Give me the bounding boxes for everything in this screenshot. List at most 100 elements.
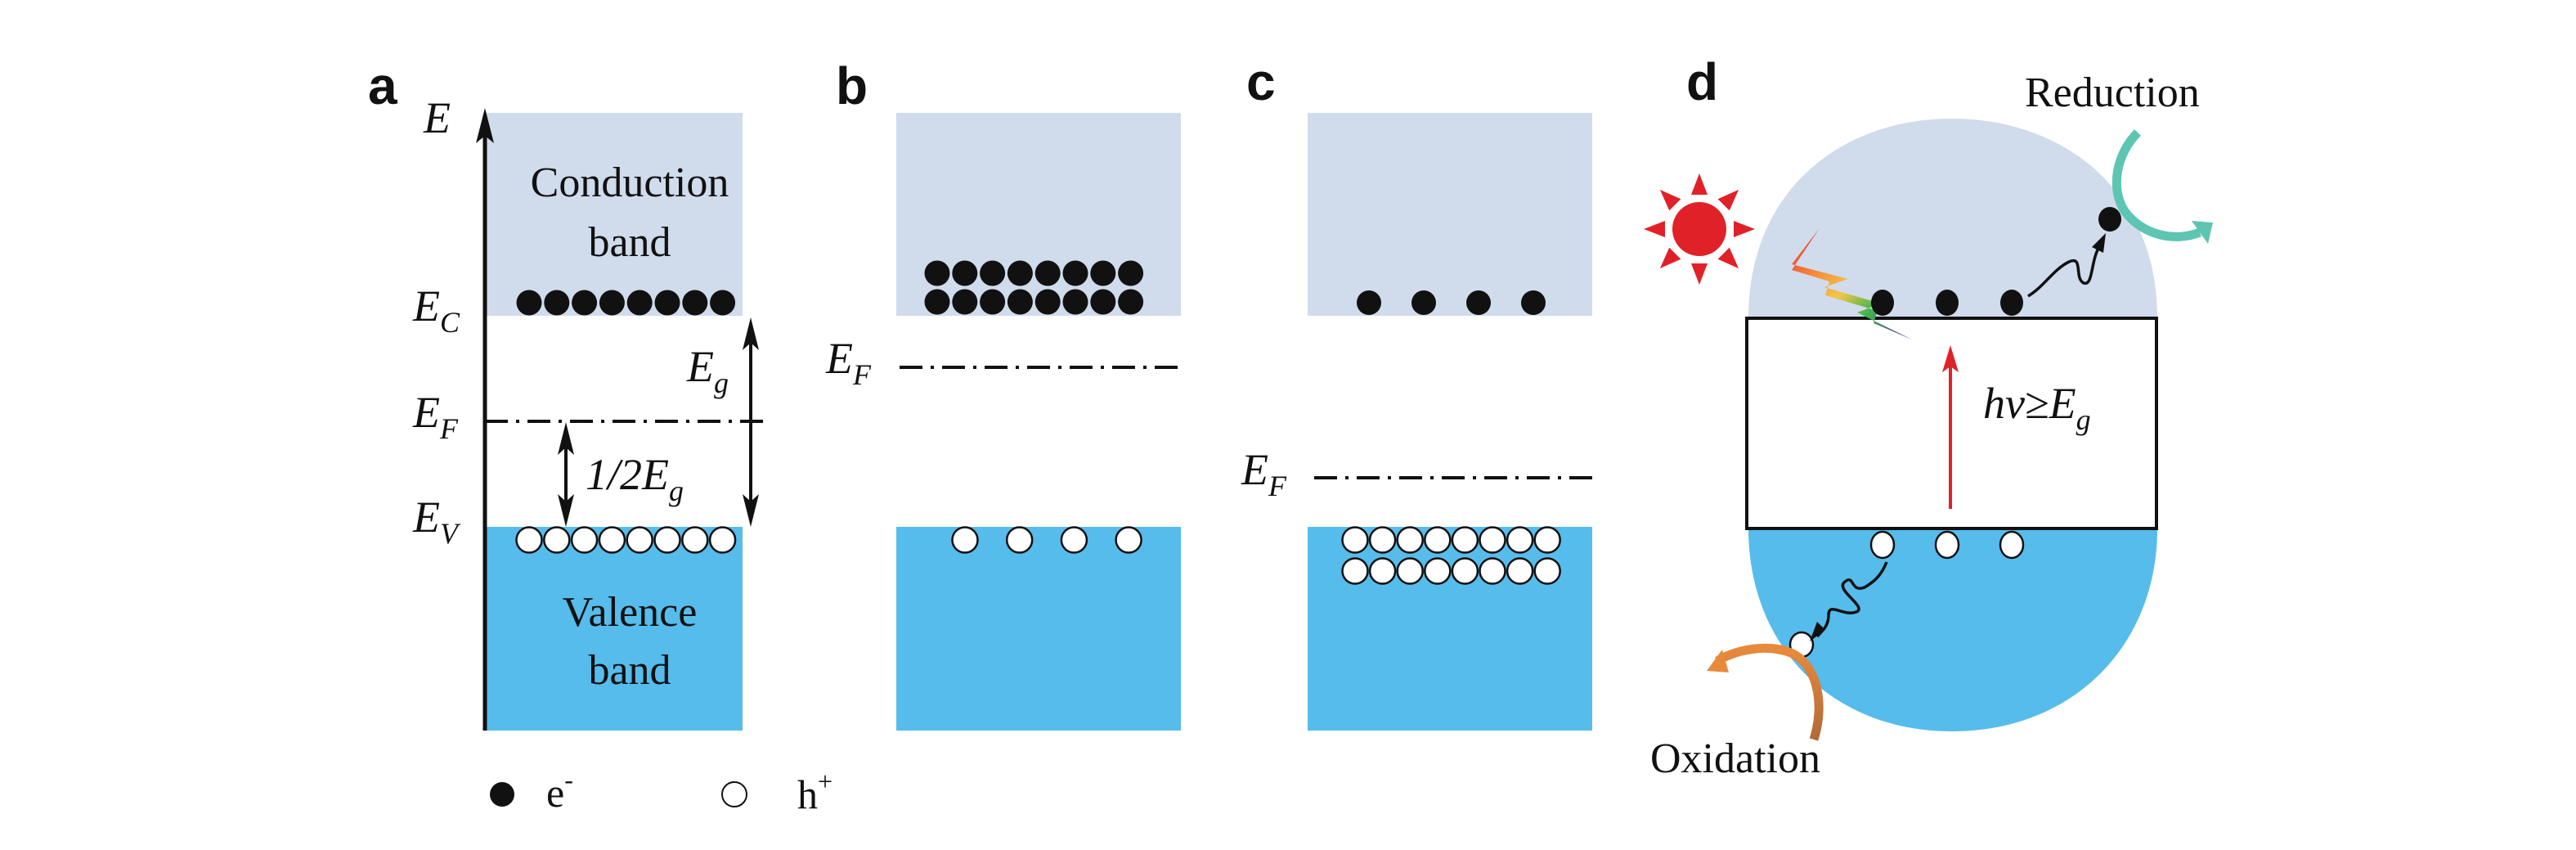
electron-row xyxy=(1871,290,2023,316)
hole xyxy=(951,526,979,554)
electron xyxy=(1521,290,1546,315)
sun-ray xyxy=(1691,173,1708,195)
sun-icon xyxy=(1644,173,1755,285)
electron xyxy=(1118,260,1144,286)
reduction-arrowhead xyxy=(2192,221,2213,244)
hole xyxy=(708,526,737,554)
reduction-label: Reduction xyxy=(2025,70,2200,116)
reduction-arrow-icon xyxy=(2112,129,2202,241)
sun-ray xyxy=(1659,189,1681,211)
hole-row xyxy=(515,526,737,554)
electron xyxy=(682,290,708,316)
photon-energy-condition: hv≥Eg xyxy=(1983,379,2091,436)
panel-label-a: a xyxy=(368,56,397,115)
fermi-level-label: EF xyxy=(825,334,872,391)
panel-c: c EF xyxy=(1241,52,1596,731)
legend-hole-label: h+ xyxy=(797,767,832,817)
hole xyxy=(1424,526,1452,554)
hole xyxy=(1368,526,1397,554)
electron-row xyxy=(1357,290,1546,315)
electron xyxy=(516,290,542,316)
electron xyxy=(1466,290,1491,315)
sun-ray xyxy=(1691,263,1708,285)
electron xyxy=(1007,260,1033,286)
electron xyxy=(980,289,1006,315)
oxidation-arrow-icon xyxy=(1715,643,1824,741)
hole xyxy=(1115,526,1142,554)
hole xyxy=(1451,557,1479,585)
hole xyxy=(1533,526,1561,554)
surface-electron xyxy=(2098,207,2121,232)
valence-band-bowl xyxy=(1748,528,2157,731)
electron xyxy=(1090,289,1116,315)
hole xyxy=(1533,557,1561,585)
electron xyxy=(952,289,978,315)
energy-axis-label: E xyxy=(423,93,451,142)
electron xyxy=(980,260,1006,286)
hole-row xyxy=(951,526,1142,554)
electron xyxy=(599,290,625,316)
electron xyxy=(654,290,680,316)
hole xyxy=(1005,526,1034,554)
hole xyxy=(543,526,571,554)
hole xyxy=(1396,557,1424,585)
hole xyxy=(1999,530,2025,560)
electron xyxy=(1357,290,1381,315)
half-gap-arrow-head-up xyxy=(558,422,574,455)
panel-label-d: d xyxy=(1686,52,1718,111)
hole xyxy=(570,526,599,554)
hole xyxy=(1396,526,1424,554)
electron xyxy=(544,290,570,316)
oxidation-label: Oxidation xyxy=(1650,735,1820,782)
panel-label-c: c xyxy=(1246,52,1276,111)
hole-migration-path xyxy=(1815,561,1888,638)
sun-ray xyxy=(1659,247,1681,269)
electron xyxy=(1062,260,1088,286)
electron xyxy=(572,290,598,316)
electron-migration-path xyxy=(2027,245,2102,298)
level-label-ec: EC xyxy=(412,281,460,339)
conduction-band xyxy=(485,113,743,316)
electron xyxy=(1034,260,1061,286)
hole xyxy=(653,526,681,554)
valence-band xyxy=(896,527,1181,731)
excitation-arrow-head xyxy=(1942,345,1959,372)
electron xyxy=(710,290,736,316)
hole xyxy=(1424,557,1452,585)
half-gap-label: 1/2Eg xyxy=(586,450,684,507)
valence-band-label-line1: Valence xyxy=(563,589,698,636)
hole xyxy=(1506,557,1534,585)
electron xyxy=(1118,289,1144,315)
legend-electron-symbol xyxy=(490,782,514,807)
electron xyxy=(1062,289,1088,315)
oxidation-arrowhead xyxy=(1707,650,1729,672)
valence-band xyxy=(485,527,743,731)
valence-band-label-line2: band xyxy=(588,647,671,694)
electron xyxy=(2000,290,2023,316)
sun-ray xyxy=(1717,247,1739,269)
sun-ray xyxy=(1734,221,1755,237)
half-gap-arrow-head-down xyxy=(558,494,574,527)
electron xyxy=(1034,289,1061,315)
sun-disc xyxy=(1672,202,1726,256)
hole xyxy=(681,526,709,554)
panel-a: a E Conduction band Valence band EC EF E… xyxy=(368,56,769,731)
electron xyxy=(1090,260,1116,286)
hole-rows xyxy=(1341,526,1561,585)
electron xyxy=(952,260,978,286)
hole xyxy=(1479,526,1506,554)
sun-ray xyxy=(1644,221,1665,237)
band-gap-label: Eg xyxy=(686,342,729,399)
panel-b: b EF xyxy=(825,56,1183,731)
electron xyxy=(924,289,950,315)
electron xyxy=(1007,289,1033,315)
electron-migration-arrowhead xyxy=(2092,233,2106,253)
level-label-ef: EF xyxy=(412,388,459,445)
hole xyxy=(515,526,543,554)
panel-label-b: b xyxy=(836,56,868,115)
electron xyxy=(1936,290,1959,316)
electron-rows xyxy=(924,260,1144,315)
electron-row xyxy=(516,290,736,316)
hole xyxy=(1451,526,1479,554)
